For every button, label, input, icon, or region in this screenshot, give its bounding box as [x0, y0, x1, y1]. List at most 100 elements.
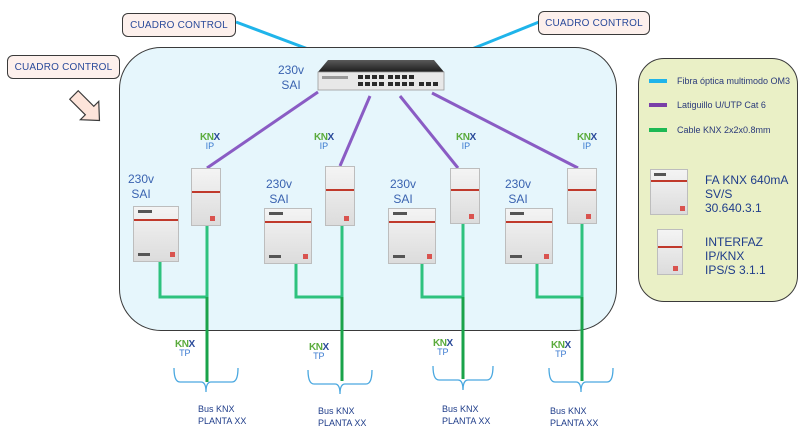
- ip-interface-device-1: [191, 168, 221, 226]
- sai-text: SAI: [131, 187, 151, 201]
- cuadro-label: CUADRO CONTROL: [130, 19, 228, 31]
- device-model: SV/S: [705, 187, 733, 201]
- knx-cable-4: [535, 224, 584, 299]
- pointer-arrow-icon: [68, 89, 101, 122]
- planta-text: PLANTA XX: [550, 418, 599, 428]
- utp-swatch-icon: [649, 103, 667, 107]
- knx-ip-logo-4: KNX IP: [577, 133, 597, 151]
- legend-device-power-supply: FA KNX 640mA SV/S 30.640.3.1: [705, 173, 788, 215]
- voltage-text: 230v: [278, 63, 305, 77]
- legend-item-utp: Latiguillo U/UTP Cat 6: [649, 100, 766, 110]
- sai-power-supply-device-2: [264, 208, 312, 264]
- utp-line-3: [398, 95, 460, 169]
- cuadro-label: CUADRO CONTROL: [545, 17, 643, 29]
- knx-logo-icon: KNX: [433, 338, 453, 349]
- bus-label-4: Bus KNX PLANTA XX: [550, 405, 598, 429]
- network-switch-icon: [317, 60, 445, 91]
- knx-cable-3: [420, 224, 465, 299]
- knx-ip-text: IP: [582, 141, 592, 151]
- utp-line-4: [431, 91, 579, 170]
- bus-brace-3: [432, 365, 494, 391]
- knx-logo-icon: KNX: [200, 132, 220, 143]
- sai-label-2: 230v SAI: [266, 177, 292, 207]
- sai-label-4: 230v SAI: [505, 177, 531, 207]
- knx-logo-icon: KNX: [551, 340, 571, 351]
- knx-logo-icon: KNX: [577, 132, 597, 143]
- knx-tp-logo-1: KNX TP: [175, 340, 195, 358]
- sai-text: SAI: [269, 192, 289, 206]
- knx-logo-icon: KNX: [175, 339, 195, 350]
- knx-ip-logo-2: KNX IP: [314, 133, 334, 151]
- legend-device-ip-interface: INTERFAZ IP/KNX IPS/S 3.1.1: [705, 235, 766, 277]
- legend-label: Fibra óptica multimodo OM3: [677, 76, 791, 86]
- knx-tp-logo-3: KNX TP: [433, 339, 453, 357]
- switch-voltage-label: 230v SAI: [278, 63, 304, 93]
- bus-label-3: Bus KNX PLANTA XX: [442, 403, 490, 427]
- planta-text: PLANTA XX: [198, 416, 247, 426]
- bus-text: Bus KNX: [550, 406, 587, 416]
- knx-logo-icon: KNX: [456, 132, 476, 143]
- knx-cable-2: [294, 226, 344, 299]
- planta-text: PLANTA XX: [318, 418, 367, 428]
- knx-tp-logo-2: KNX TP: [309, 343, 329, 361]
- planta-text: PLANTA XX: [442, 416, 491, 426]
- sai-text: SAI: [508, 192, 528, 206]
- cuadro-label: CUADRO CONTROL: [14, 61, 113, 73]
- ip-interface-device-3: [450, 168, 480, 224]
- utp-line-2: [338, 95, 372, 167]
- knx-ip-logo-1: KNX IP: [200, 133, 220, 151]
- sai-power-supply-device-3: [388, 208, 436, 264]
- knx-cable-swatch-icon: [649, 128, 667, 132]
- legend-label: Latiguillo U/UTP Cat 6: [677, 100, 766, 110]
- bus-text: Bus KNX: [198, 404, 235, 414]
- ip-interface-device-2: [325, 166, 355, 226]
- sai-power-supply-device-4: [505, 208, 553, 264]
- bus-label-1: Bus KNX PLANTA XX: [198, 403, 246, 427]
- sai-power-supply-device-1: [133, 206, 179, 262]
- voltage-text: 230v: [266, 177, 293, 191]
- sai-text: SAI: [281, 78, 301, 92]
- legend-item-fiber: Fibra óptica multimodo OM3: [649, 76, 790, 86]
- knx-ip-logo-3: KNX IP: [456, 133, 476, 151]
- voltage-text: 230v: [390, 177, 417, 191]
- bus-brace-4: [548, 367, 614, 393]
- cuadro-control-left: CUADRO CONTROL: [7, 55, 120, 79]
- legend-item-knx-cable: Cable KNX 2x2x0.8mm: [649, 125, 771, 135]
- legend-panel: Fibra óptica multimodo OM3 Latiguillo U/…: [638, 58, 798, 302]
- device-code: 30.640.3.1: [705, 201, 762, 215]
- bus-brace-1: [173, 367, 239, 393]
- knx-ip-text: IP: [319, 141, 329, 151]
- knx-tp-logo-4: KNX TP: [551, 341, 571, 359]
- sai-text: SAI: [393, 192, 413, 206]
- cuadro-control-top-left: CUADRO CONTROL: [122, 13, 236, 37]
- knx-tp-text: TP: [313, 351, 325, 361]
- voltage-text: 230v: [505, 177, 532, 191]
- knx-tp-text: TP: [555, 349, 567, 359]
- bus-text: Bus KNX: [318, 406, 355, 416]
- knx-tp-text: TP: [179, 348, 191, 358]
- bus-brace-2: [307, 369, 373, 395]
- power-supply-icon: [650, 169, 688, 215]
- device-name: INTERFAZ: [705, 235, 764, 249]
- knx-logo-icon: KNX: [314, 132, 334, 143]
- voltage-text: 230v: [128, 172, 155, 186]
- sai-label-1: 230v SAI: [128, 172, 154, 202]
- fiber-swatch-icon: [649, 79, 667, 83]
- cuadro-control-top-right: CUADRO CONTROL: [538, 11, 650, 35]
- knx-logo-icon: KNX: [309, 342, 329, 353]
- knx-ip-text: IP: [461, 141, 471, 151]
- sai-label-3: 230v SAI: [390, 177, 416, 207]
- device-name: FA KNX 640mA: [705, 173, 789, 187]
- ip-interface-device-4: [567, 168, 597, 224]
- bus-text: Bus KNX: [442, 404, 479, 414]
- device-code: IPS/S 3.1.1: [705, 263, 766, 277]
- legend-label: Cable KNX 2x2x0.8mm: [677, 125, 771, 135]
- utp-line-1: [206, 90, 319, 170]
- ip-interface-icon: [657, 229, 683, 275]
- knx-cable-1: [158, 226, 209, 299]
- device-model: IP/KNX: [705, 249, 745, 263]
- bus-label-2: Bus KNX PLANTA XX: [318, 405, 366, 429]
- knx-tp-text: TP: [437, 347, 449, 357]
- knx-ip-text: IP: [205, 141, 215, 151]
